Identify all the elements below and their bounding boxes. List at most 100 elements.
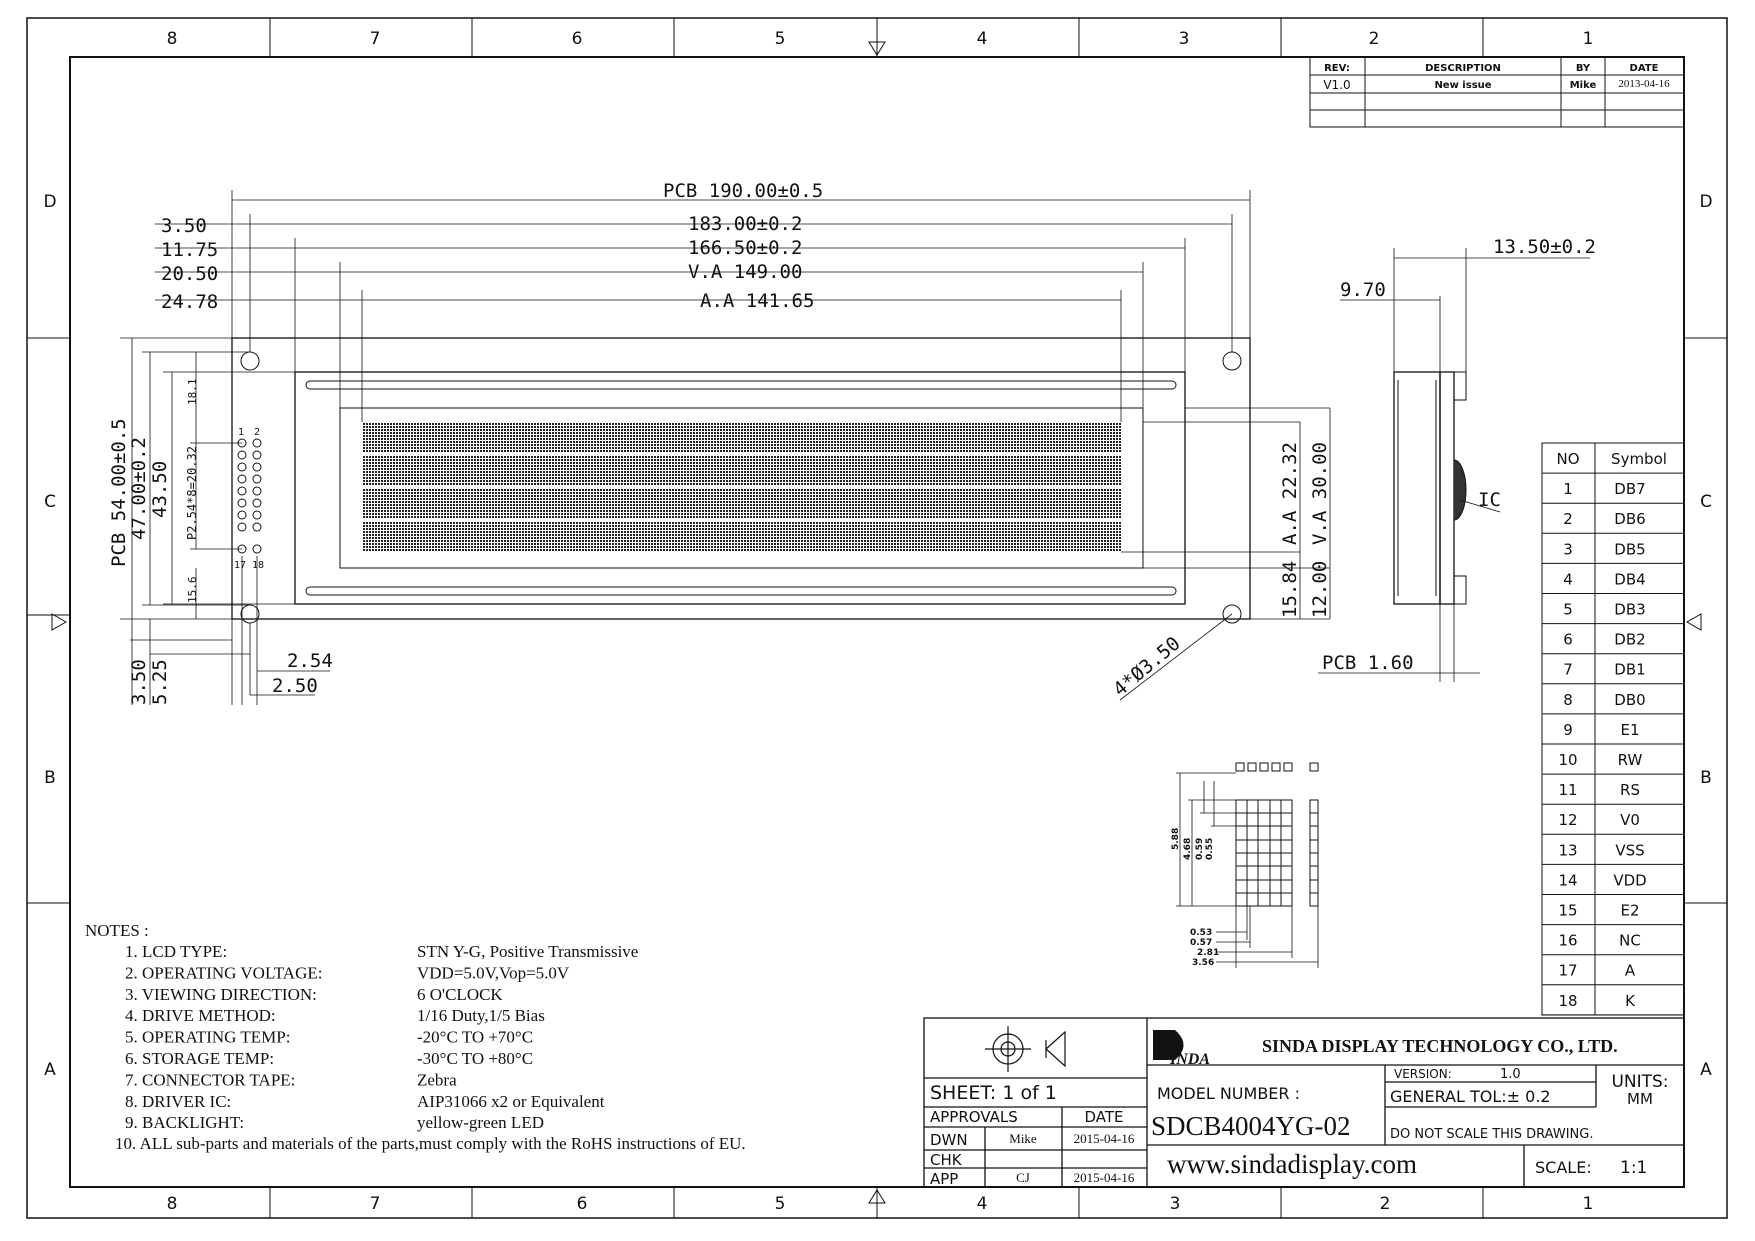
dot-detail-labels: 5.88 4.68 0.59 0.55 0.53 0.57 2.81 3.56 — [1171, 828, 1219, 968]
chk-label: CHK — [930, 1151, 963, 1169]
dim-pcb-thickness: PCB 1.60 — [1322, 652, 1414, 674]
note-value: -20°C TO +70°C — [417, 1028, 533, 1047]
pin-symbol: E2 — [1620, 902, 1639, 920]
pin-symbol: RS — [1620, 781, 1640, 799]
col-bottom-1: 1 — [1583, 1194, 1594, 1214]
pin-number: 12 — [1558, 811, 1577, 829]
note-label: 3. VIEWING DIRECTION: — [125, 985, 317, 1004]
dim-offset-181: 18.1 — [186, 379, 199, 406]
pin-symbol: VSS — [1615, 841, 1644, 859]
dim-aa-width: A.A 141.65 — [700, 290, 814, 312]
description-header: DESCRIPTION — [1425, 63, 1501, 74]
lcd-side-view — [1318, 248, 1590, 682]
pin-number: 3 — [1563, 540, 1573, 558]
col-top-1: 1 — [1583, 29, 1594, 49]
pin-number: 14 — [1558, 871, 1577, 889]
note-label: 2. OPERATING VOLTAGE: — [125, 963, 322, 982]
units-value: MM — [1627, 1090, 1653, 1108]
pin-symbol: DB4 — [1614, 570, 1645, 588]
note-label: 1. LCD TYPE: — [125, 942, 227, 961]
dim-pcb-width: PCB 190.00±0.5 — [663, 180, 823, 202]
pin-symbol: DB3 — [1614, 601, 1645, 619]
row-left-C: C — [44, 492, 56, 512]
date-header: DATE — [1630, 63, 1659, 74]
dim-va-height: V.A 30.00 — [1309, 442, 1331, 545]
connector-pins — [237, 438, 262, 554]
pin-symbol: VDD — [1613, 871, 1646, 889]
col-bottom-8: 8 — [167, 1194, 178, 1214]
col-bottom-3: 3 — [1170, 1194, 1181, 1214]
pin-number: 13 — [1558, 841, 1577, 859]
pin-symbol: DB5 — [1614, 540, 1645, 558]
date-value: 2013-04-16 — [1618, 78, 1670, 90]
dim-pcb-height: PCB 54.00±0.5 — [108, 418, 130, 567]
model-number: SDCB4004YG-02 — [1151, 1111, 1351, 1141]
col-top-8: 8 — [167, 29, 178, 49]
dot-dim-053: 0.53 — [1190, 928, 1212, 938]
dim-va-width: V.A 149.00 — [688, 261, 802, 283]
date-label: DATE — [1084, 1108, 1123, 1126]
dot-dim-281: 2.81 — [1197, 948, 1219, 958]
pin-symbol: E1 — [1620, 721, 1639, 739]
note-label: 7. CONNECTOR TAPE: — [125, 1070, 295, 1089]
viewing-area — [339, 407, 1144, 569]
pin-number: 9 — [1563, 721, 1573, 739]
col-bottom-5: 5 — [775, 1194, 786, 1214]
pin-label-18: 18 — [252, 560, 264, 571]
col-top-6: 6 — [572, 29, 583, 49]
col-top-4: 4 — [977, 29, 988, 49]
row-right-D: D — [1699, 192, 1712, 212]
note-value: Zebra — [417, 1070, 457, 1089]
note-label: 6. STORAGE TEMP: — [125, 1049, 274, 1068]
title-block: INDA SINDA DISPLAY TECHNOLOGY CO., LTD. … — [923, 1017, 1685, 1188]
row-left-B: B — [44, 768, 56, 788]
dot-dim-055: 0.55 — [1205, 838, 1215, 860]
col-bottom-6: 6 — [577, 1194, 588, 1214]
dot-dim-588: 5.88 — [1171, 828, 1181, 850]
svg-text:INDA: INDA — [1169, 1051, 1210, 1068]
app-name: CJ — [1016, 1170, 1030, 1185]
pin-symbol: DB2 — [1614, 631, 1645, 649]
pin-symbol: V0 — [1620, 811, 1640, 829]
bezel-outline — [294, 371, 1186, 605]
dim-height-47: 47.00±0.2 — [128, 437, 150, 540]
no-scale-note: DO NOT SCALE THIS DRAWING. — [1390, 1127, 1593, 1142]
pin-number: 18 — [1558, 992, 1577, 1010]
note-value: STN Y-G, Positive Transmissive — [417, 942, 638, 961]
pin-number: 10 — [1558, 751, 1577, 769]
note-value: yellow-green LED — [417, 1113, 544, 1132]
row-right-B: B — [1700, 768, 1712, 788]
app-label: APP — [930, 1170, 958, 1188]
col-top-3: 3 — [1179, 29, 1190, 49]
col-bottom-2: 2 — [1380, 1194, 1391, 1214]
tolerance: GENERAL TOL:± 0.2 — [1390, 1087, 1551, 1106]
company-logo-icon: INDA — [1153, 1030, 1210, 1068]
pin-table-header-symbol: Symbol — [1611, 450, 1667, 468]
dim-offset-1584: 15.84 — [1279, 561, 1301, 618]
dwn-label: DWN — [930, 1131, 968, 1149]
col-top-2: 2 — [1369, 29, 1380, 49]
notes-title: NOTES : — [85, 921, 149, 940]
dot-dim-059: 0.59 — [1195, 838, 1205, 860]
pin-symbol: NC — [1619, 932, 1641, 950]
pcb-outline — [231, 337, 1251, 620]
row-markers: D C B A D C B A — [43, 192, 1712, 1080]
pin-number: 15 — [1558, 902, 1577, 920]
dim-height-4350: 43.50 — [149, 461, 171, 518]
lcd-front-view — [120, 190, 1331, 705]
pin-symbol: DB7 — [1614, 480, 1645, 498]
app-date: 2015-04-16 — [1074, 1170, 1135, 1185]
dim-aa-height: A.A 22.32 — [1279, 442, 1301, 545]
by-header: BY — [1576, 63, 1591, 74]
pin-symbol: RW — [1618, 751, 1643, 769]
note-label: 9. BACKLIGHT: — [125, 1113, 244, 1132]
col-top-5: 5 — [775, 29, 786, 49]
dot-cell — [1235, 799, 1319, 907]
mount-hole-tr — [1222, 351, 1242, 371]
note-label: 8. DRIVER IC: — [125, 1092, 231, 1111]
dim-offset-1200: 12.00 — [1309, 561, 1331, 618]
pin-label-1: 1 — [238, 427, 244, 438]
dim-offset-156: 15.6 — [186, 577, 199, 604]
mount-hole-tl — [240, 351, 260, 371]
dim-width-183: 183.00±0.2 — [688, 213, 802, 235]
